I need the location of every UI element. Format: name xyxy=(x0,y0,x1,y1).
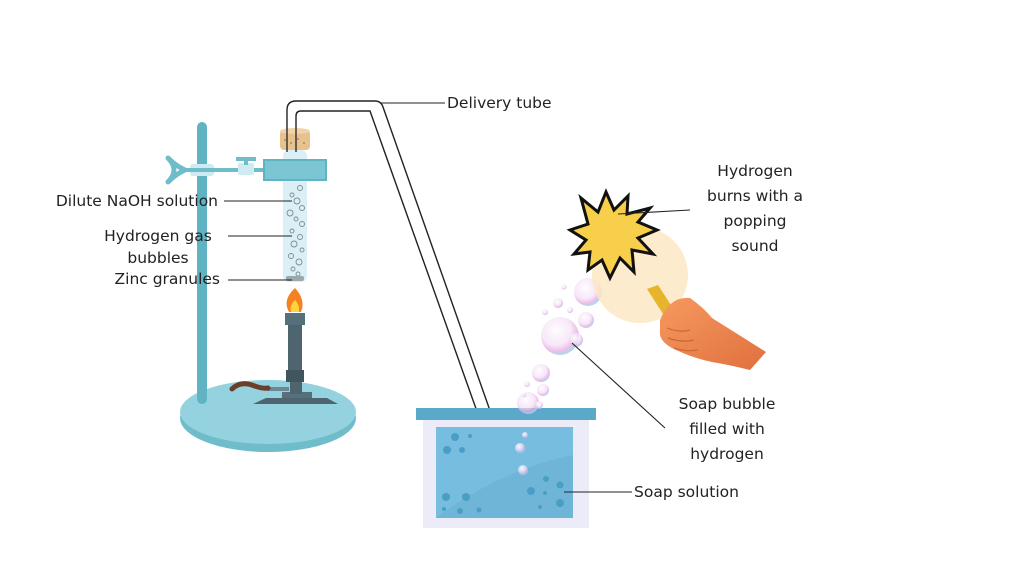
gas-hose xyxy=(229,381,271,392)
label-zinc: Zinc granules xyxy=(114,270,220,288)
gas-bubbles xyxy=(286,185,305,277)
trough-rim xyxy=(416,408,596,420)
clamp-holder-front xyxy=(263,159,327,181)
cork xyxy=(280,128,310,152)
label-soap-solution: Soap solution xyxy=(634,483,739,501)
label-soap-bubble-line3: hydrogen xyxy=(690,445,764,463)
leader-lines xyxy=(224,102,691,493)
stand-rod xyxy=(197,122,207,404)
hand xyxy=(659,297,766,370)
clamp-jaw-icon xyxy=(165,155,188,185)
clamp-screw xyxy=(238,163,254,175)
label-hydrogen-bubbles-line1: Hydrogen gas xyxy=(104,227,212,245)
label-burns-line2: burns with a xyxy=(707,187,803,205)
soap-bubbles xyxy=(515,278,602,475)
test-tube-glass xyxy=(283,150,307,282)
label-hydrogen-bubbles-line2: bubbles xyxy=(127,249,189,267)
leader-burns xyxy=(617,209,691,215)
leader-soap-bubble xyxy=(571,342,666,429)
label-burns-line1: Hydrogen xyxy=(717,162,793,180)
test-tube xyxy=(263,150,327,282)
label-soap-bubble-line1: Soap bubble xyxy=(678,395,776,413)
label-burns-line3: popping xyxy=(723,212,787,230)
label-delivery-tube: Delivery tube xyxy=(447,94,552,112)
bunsen-burner xyxy=(229,288,338,404)
clamp-screw-stem xyxy=(244,157,248,165)
label-naoh: Dilute NaOH solution xyxy=(55,192,218,210)
label-burns-line4: sound xyxy=(731,237,779,255)
label-soap-bubble-line2: filled with xyxy=(689,420,765,438)
clamp-arm xyxy=(180,168,265,172)
trough xyxy=(416,408,596,528)
